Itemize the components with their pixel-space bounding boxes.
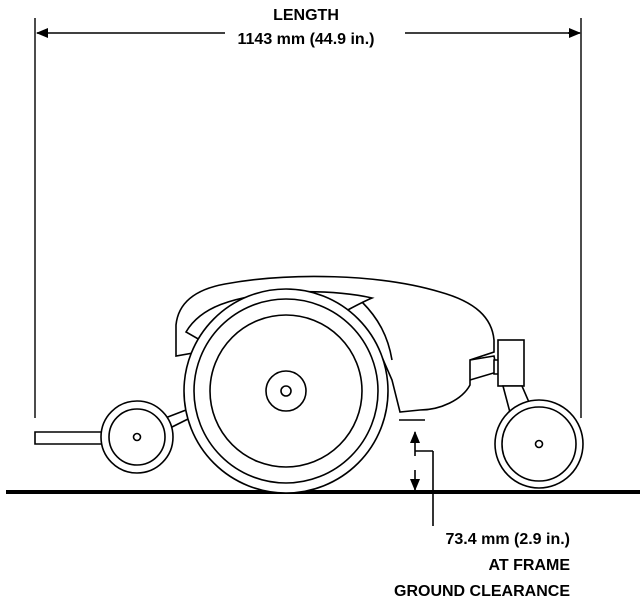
rear-caster-wheel [100, 400, 174, 474]
drive-wheel [183, 288, 389, 494]
length-value: 1143 mm (44.9 in.) [233, 30, 379, 50]
ground-clearance-label: 73.4 mm (2.9 in.) AT FRAME GROUND CLEARA… [394, 527, 570, 605]
front-caster [493, 339, 584, 489]
ground-clearance-line3: GROUND CLEARANCE [394, 583, 570, 600]
ground-clearance-value: 73.4 mm (2.9 in.) [445, 531, 571, 548]
length-title: LENGTH [273, 7, 339, 24]
ground-clearance-line2: AT FRAME [488, 557, 570, 574]
clearance-dimension [399, 419, 434, 526]
